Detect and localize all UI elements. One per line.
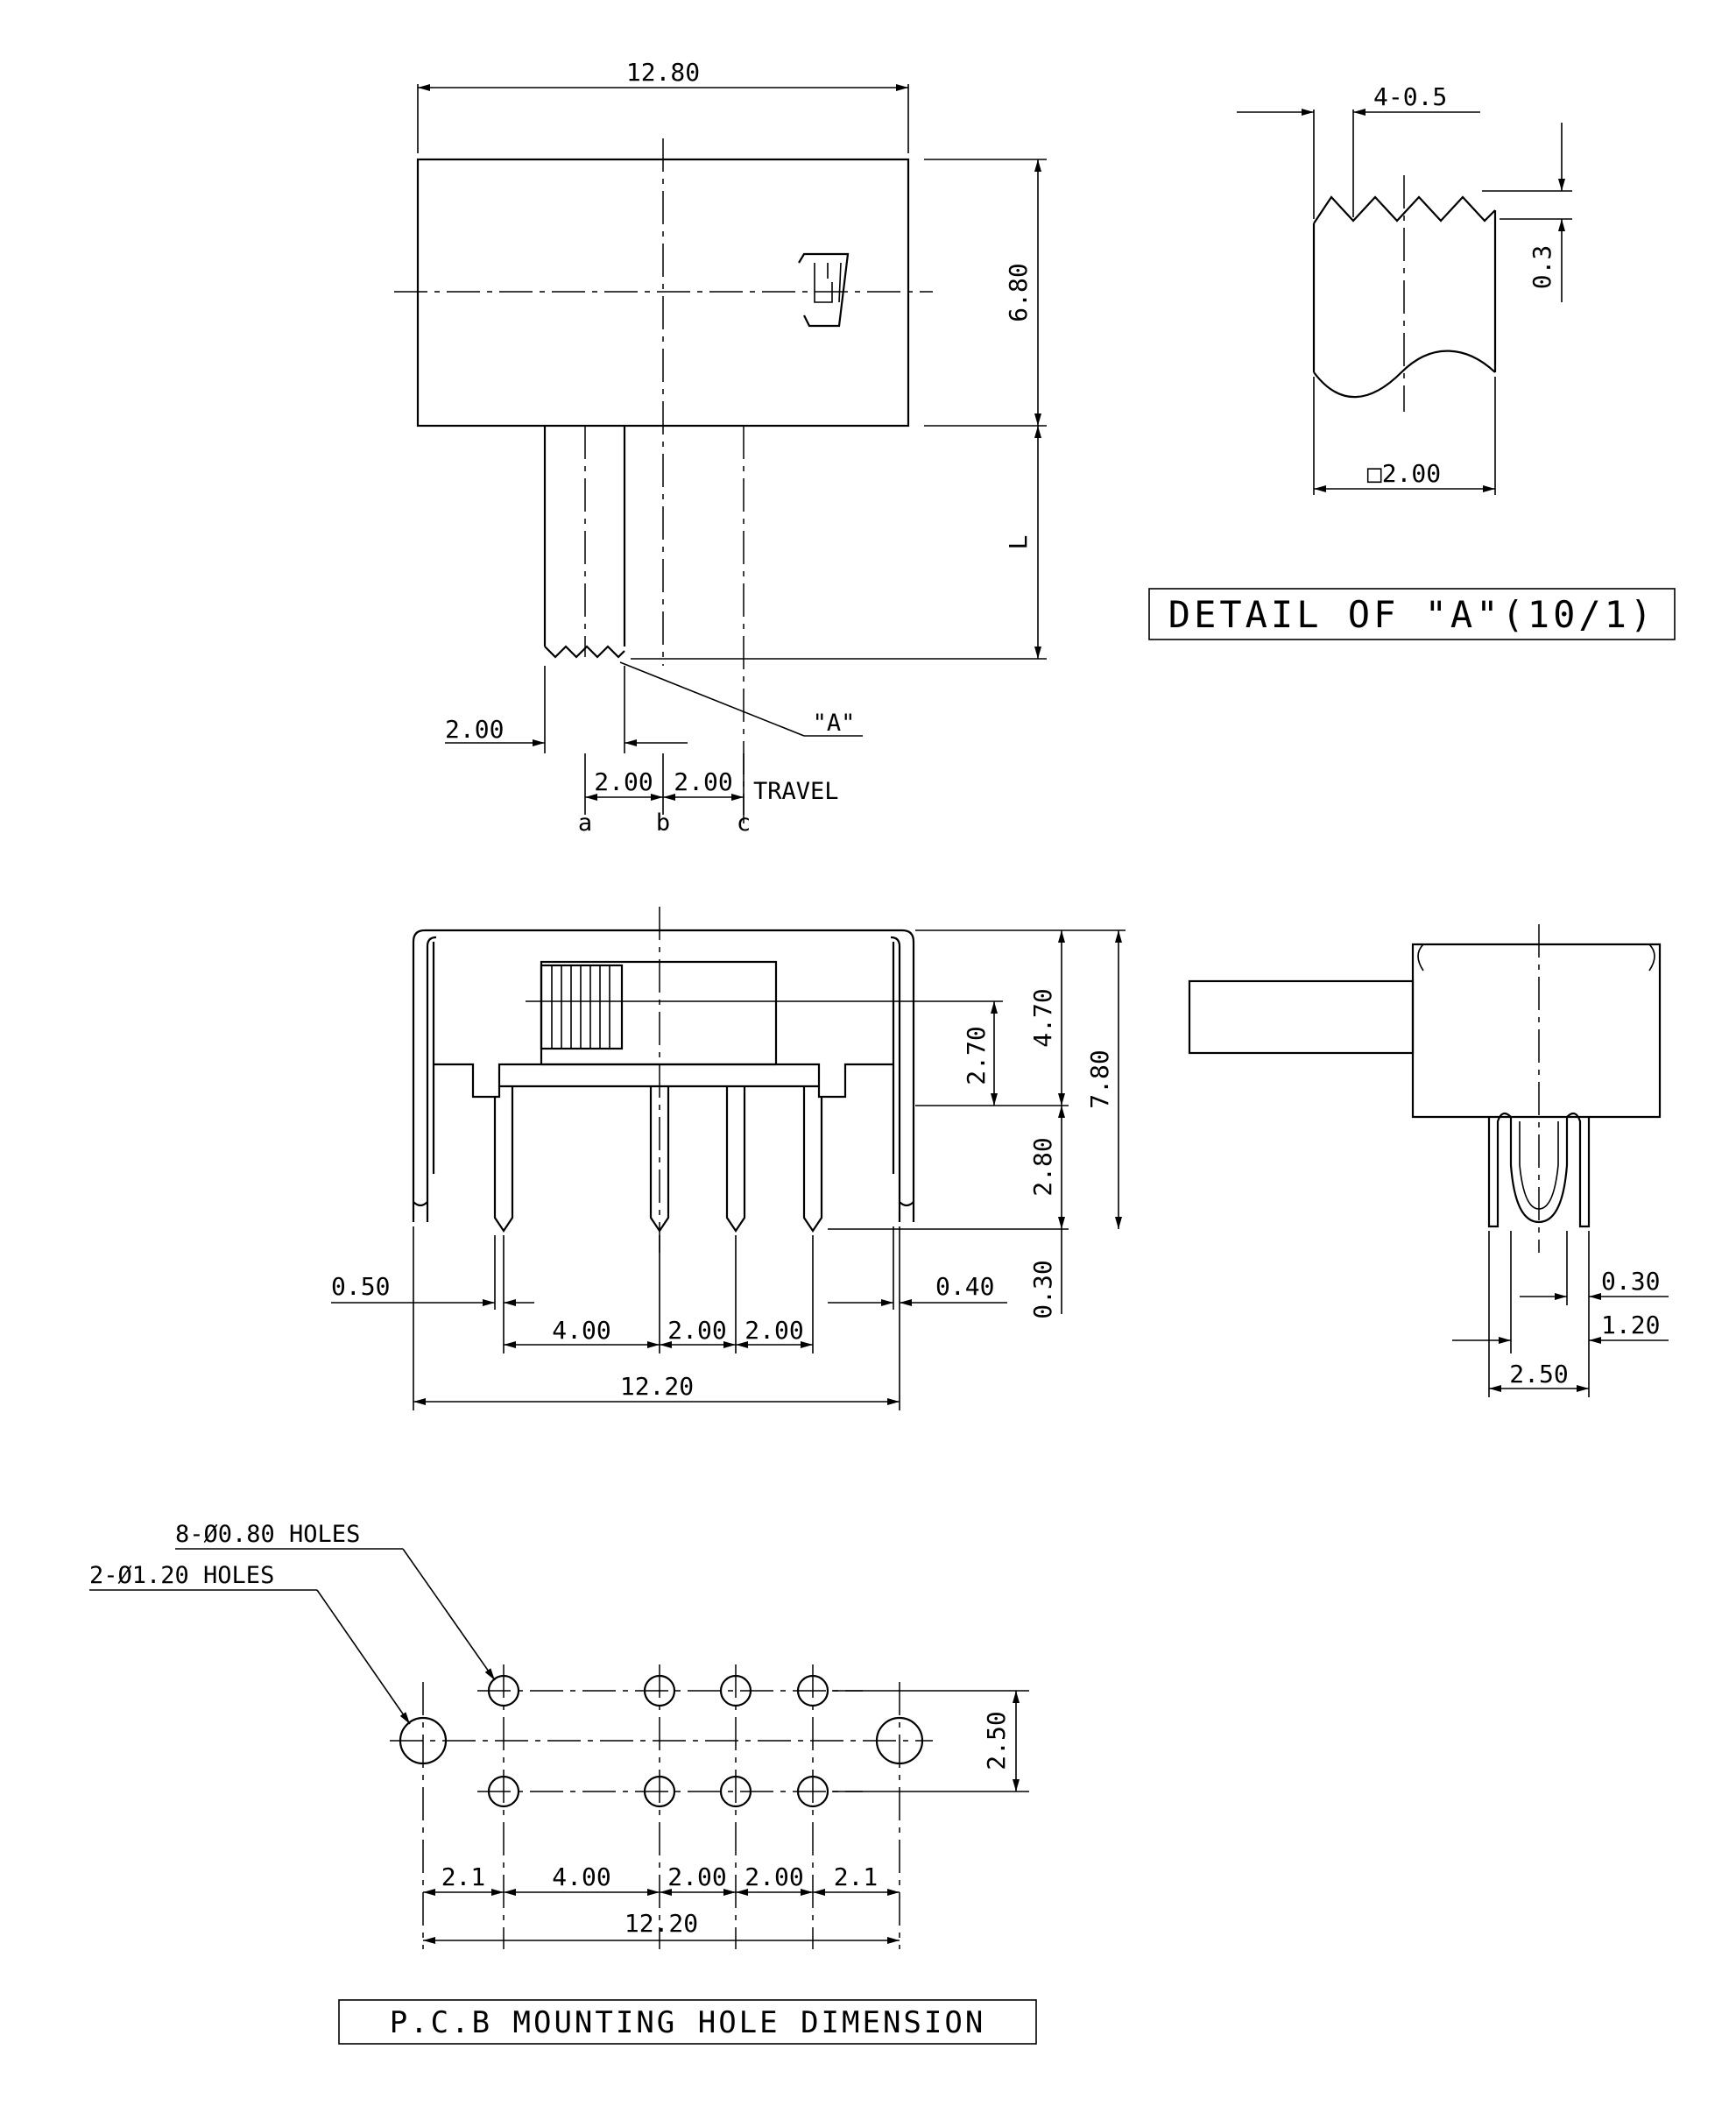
detail-title: DETAIL OF "A"(10/1) [1168,593,1655,636]
front-housing-outline [412,929,915,1222]
travel-label: TRAVEL [753,778,839,805]
pcb-hole [643,1775,676,1808]
pin-1 [493,1086,514,1233]
side-actuator [1188,979,1415,1055]
tab-right-dimension: 0.40 [935,1272,994,1301]
position-a-label: a [578,809,592,837]
pcb-hole [796,1674,829,1707]
pcb-mounting-hole [875,1716,924,1765]
pin-3 [725,1086,746,1233]
large-holes-label: 2-Ø1.20 HOLES [89,1562,274,1589]
lead-break-line [1313,350,1496,399]
tooth-pitch-dimension: 4-0.5 [1373,82,1447,111]
travel-pitch-bc: 2.00 [674,767,732,796]
pcb-hole [643,1674,676,1707]
lead-tip-dimension: 0.30 [1028,1260,1057,1318]
pcb-hole [719,1674,752,1707]
logo-text: E [829,357,832,363]
pcb-hole [796,1775,829,1808]
detail-callout-label: "A" [813,710,856,737]
tooth-depth-dimension: 0.3 [1528,245,1556,290]
position-c-label: c [737,809,751,837]
pcb-edge-right-dimension: 2.1 [834,1862,879,1891]
lead-offset-dimension: 2.00 [445,715,504,744]
pin-pitch-2: 2.00 [667,1316,726,1345]
pcb-pitch-2: 2.00 [667,1862,726,1891]
detail-a-view: □2.00 4-0.5 0.3 DETAIL OF "A"(10/1) [1148,82,1676,640]
pcb-title: P.C.B MOUNTING HOLE DIMENSION [390,2005,986,2040]
pcb-title-box [338,1999,1037,2045]
lead-length-dimension: 2.80 [1028,1137,1057,1196]
overall-width-dimension: 12.20 [620,1372,694,1401]
pcb-overall-width-dimension: 12.20 [625,1909,698,1938]
lead-length-dimension: L [1004,535,1033,550]
tab-left-dimension: 0.50 [331,1272,390,1301]
pcb-hole [487,1674,520,1707]
side-view: 0.30 1.20 2.50 [1188,924,1669,1397]
side-pins [1487,1112,1591,1228]
body-height-dimension: 4.70 [1028,988,1057,1047]
pcb-layout: 8-Ø0.80 HOLES 2-Ø1.20 HOLES 2.50 2.1 4.0… [89,1521,1037,2045]
front-view: 2.70 4.70 2.80 0.30 7.80 0.50 0.40 4.00 … [331,907,1126,1410]
lead-serrated-edge [1313,195,1496,224]
top-view: E 12.80 6.80 L 2.00 [394,58,1047,837]
actuator-knob [540,964,624,1050]
pcb-edge-left-dimension: 2.1 [441,1862,486,1891]
pcb-hole [487,1775,520,1808]
side-housing-outline [1411,943,1662,1119]
pcb-pitch-1: 4.00 [552,1862,610,1891]
pcb-row-spacing-dimension: 2.50 [982,1711,1011,1770]
pcb-hole [719,1775,752,1808]
side-lead-width-dimension: 0.30 [1601,1267,1660,1296]
pcb-pitch-3: 2.00 [745,1862,803,1891]
detail-title-box [1148,588,1676,640]
pcb-mounting-hole [399,1716,448,1765]
travel-pitch-ab: 2.00 [594,767,653,796]
pin-pitch-3: 2.00 [745,1316,803,1345]
pin-pitch-1: 4.00 [552,1316,610,1345]
side-row-spacing-dimension: 2.50 [1509,1360,1568,1389]
manufacturer-logo: E [798,252,850,363]
detail-callout-leader [619,661,805,737]
width-dimension: 12.80 [626,58,700,87]
small-holes-label: 8-Ø0.80 HOLES [175,1521,360,1548]
position-b-label: b [656,809,670,837]
side-lead-span-dimension: 1.20 [1601,1311,1660,1339]
actuator-height-dimension: 2.70 [962,1026,991,1085]
pin-4 [802,1086,823,1233]
total-height-dimension: 7.80 [1085,1049,1114,1108]
height-dimension: 6.80 [1004,263,1033,322]
leads [543,426,745,823]
square-dimension: □2.00 [1367,459,1441,488]
